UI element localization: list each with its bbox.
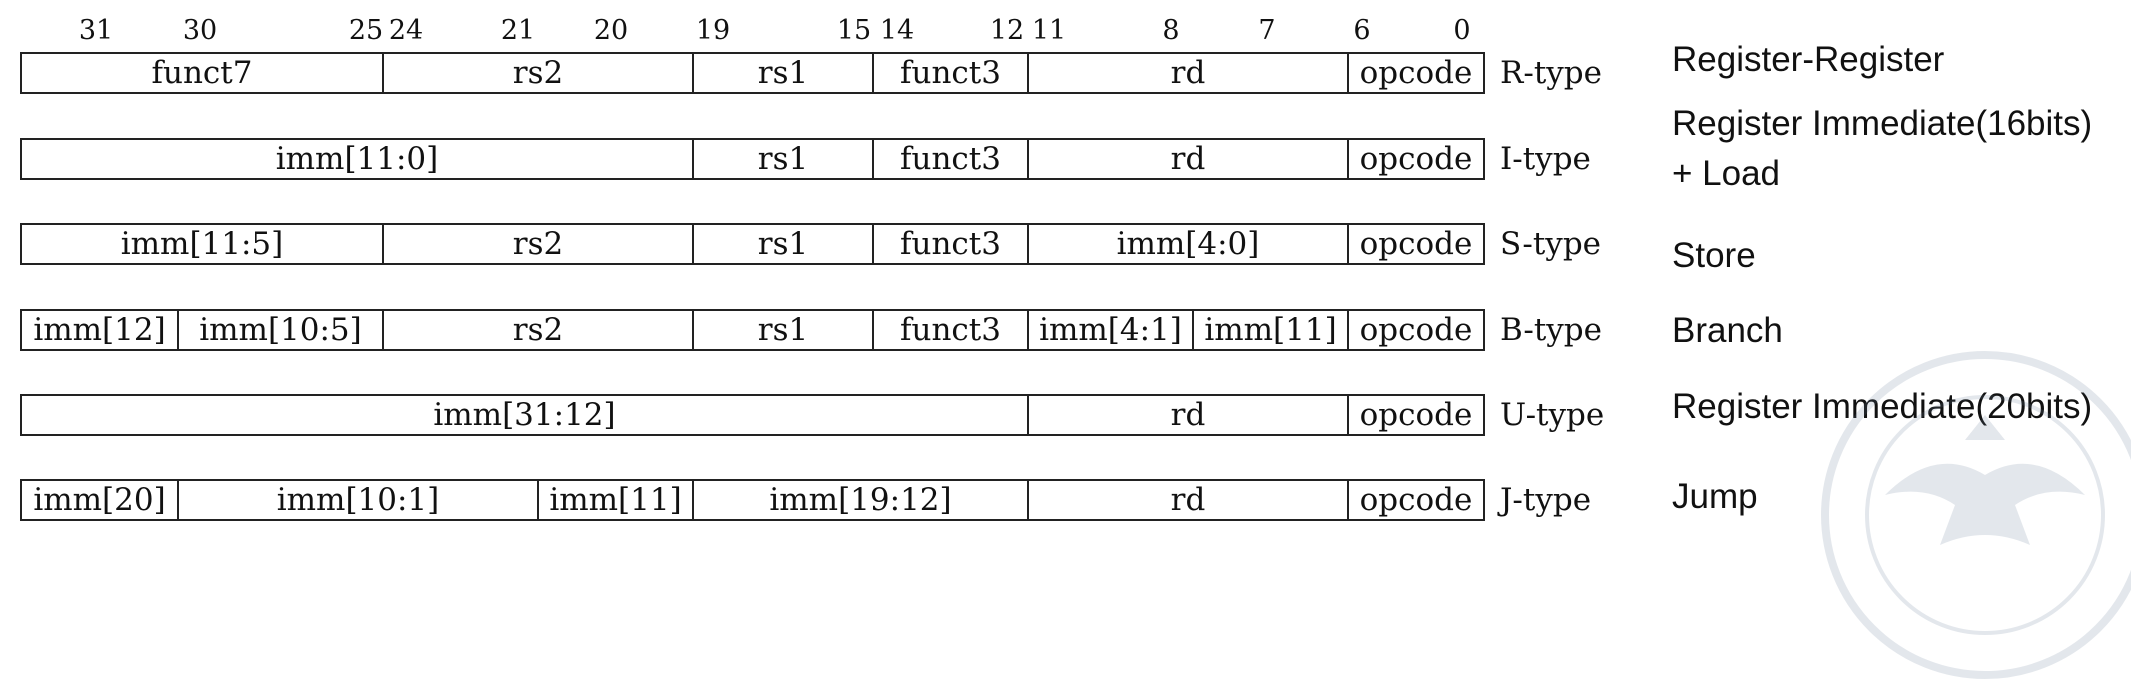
u-type-description: Register Immediate(20bits) xyxy=(1672,387,2093,426)
field-rd: rd xyxy=(1027,140,1347,178)
field-imm-4-0: imm[4:0] xyxy=(1027,225,1347,263)
field-funct3: funct3 xyxy=(872,140,1027,178)
field-imm-10-5: imm[10:5] xyxy=(177,311,382,349)
bit-label-19: 19 xyxy=(695,15,731,46)
field-rs1: rs1 xyxy=(692,311,872,349)
field-rs2: rs2 xyxy=(382,311,692,349)
u-type-row: imm[31:12] rd opcode xyxy=(20,394,1485,436)
field-opcode: opcode xyxy=(1347,311,1483,349)
field-imm-4-1: imm[4:1] xyxy=(1027,311,1192,349)
bit-label-15: 15 xyxy=(836,15,872,46)
field-rs2: rs2 xyxy=(382,54,692,92)
bit-label-31: 31 xyxy=(78,15,114,46)
field-imm-20: imm[20] xyxy=(33,482,166,518)
field-imm-12: imm[12] xyxy=(33,312,166,348)
bit-label-21: 21 xyxy=(500,15,536,46)
bit-label-7: 7 xyxy=(1258,15,1276,46)
field-funct3: funct3 xyxy=(872,225,1027,263)
bit-label-14: 14 xyxy=(879,15,915,46)
bit-label-6: 6 xyxy=(1353,15,1371,46)
r-type-label: R-type xyxy=(1500,55,1602,91)
bit-label-24: 24 xyxy=(388,15,424,46)
field-rd: rd xyxy=(1027,481,1347,519)
bit-label-25: 25 xyxy=(348,15,384,46)
field-rs1: rs1 xyxy=(692,54,872,92)
field-funct3: funct3 xyxy=(872,311,1027,349)
bit-label-30: 30 xyxy=(182,15,218,46)
s-type-label: S-type xyxy=(1500,226,1602,262)
field-rs1: rs1 xyxy=(692,225,872,263)
field-opcode: opcode xyxy=(1347,140,1483,178)
field-funct7: funct7 xyxy=(151,55,253,91)
field-rd: rd xyxy=(1027,54,1347,92)
r-type-description: Register-Register xyxy=(1672,40,1945,79)
b-type-row: imm[12] imm[10:5] rs2 rs1 funct3 imm[4:1… xyxy=(20,309,1485,351)
field-imm-11-5: imm[11:5] xyxy=(120,226,284,262)
s-type-row: imm[11:5] rs2 rs1 funct3 imm[4:0] opcode xyxy=(20,223,1485,265)
s-type-description: Store xyxy=(1672,236,1756,275)
field-funct3: funct3 xyxy=(872,54,1027,92)
field-imm-10-1: imm[10:1] xyxy=(177,481,537,519)
bit-label-8: 8 xyxy=(1162,15,1180,46)
j-type-description: Jump xyxy=(1672,477,1758,516)
bit-label-20: 20 xyxy=(593,15,629,46)
j-type-label: J-type xyxy=(1500,482,1592,518)
bit-label-12: 12 xyxy=(989,15,1025,46)
field-rs2: rs2 xyxy=(382,225,692,263)
field-imm-11: imm[11] xyxy=(537,481,692,519)
i-type-description-line-1: Register Immediate(16bits) xyxy=(1672,104,2093,143)
field-opcode: opcode xyxy=(1347,481,1483,519)
r-type-row: funct7 rs2 rs1 funct3 rd opcode xyxy=(20,52,1485,94)
b-type-label: B-type xyxy=(1500,312,1602,348)
j-type-row: imm[20] imm[10:1] imm[11] imm[19:12] rd … xyxy=(20,479,1485,521)
i-type-description-line-2: + Load xyxy=(1672,154,1781,193)
bit-label-11: 11 xyxy=(1031,15,1067,46)
field-imm-11: imm[11] xyxy=(1192,311,1347,349)
i-type-label: I-type xyxy=(1500,141,1591,177)
field-opcode: opcode xyxy=(1347,396,1483,434)
i-type-row: imm[11:0] rs1 funct3 rd opcode xyxy=(20,138,1485,180)
field-imm-19-12: imm[19:12] xyxy=(692,481,1027,519)
field-rd: rd xyxy=(1027,396,1347,434)
bit-label-0: 0 xyxy=(1453,15,1471,46)
field-opcode: opcode xyxy=(1347,225,1483,263)
field-opcode: opcode xyxy=(1347,54,1483,92)
field-imm-11-0: imm[11:0] xyxy=(275,141,439,177)
field-imm-31-12: imm[31:12] xyxy=(433,397,616,433)
field-rs1: rs1 xyxy=(692,140,872,178)
b-type-description: Branch xyxy=(1672,311,1783,350)
u-type-label: U-type xyxy=(1500,397,1605,433)
